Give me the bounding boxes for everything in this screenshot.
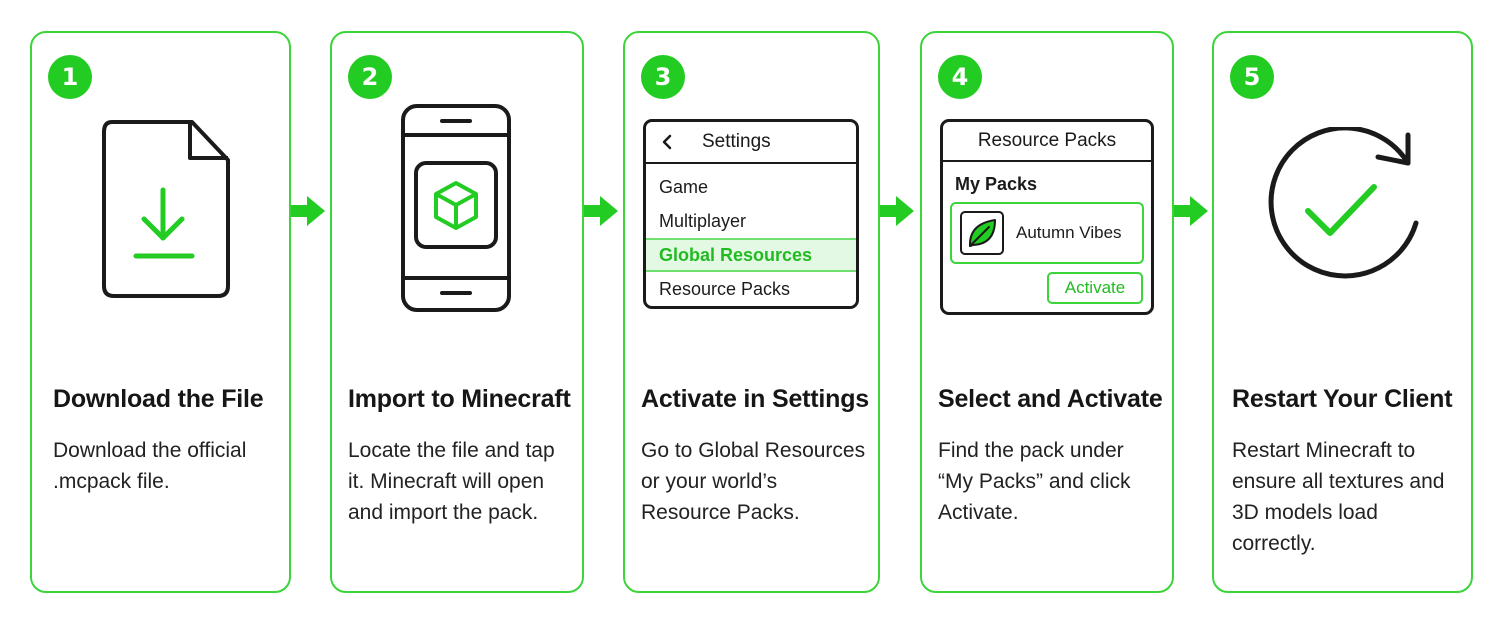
- arrow-right-icon: [880, 196, 914, 226]
- step-number-badge: 2: [348, 55, 392, 99]
- step-number-badge: 4: [938, 55, 982, 99]
- menu-item-multiplayer[interactable]: Multiplayer: [659, 210, 747, 231]
- settings-title: Settings: [702, 131, 771, 152]
- menu-item-global-resources[interactable]: Global Resources: [646, 238, 856, 272]
- step-card-1: 1 Download the File Download the officia…: [30, 31, 291, 593]
- my-packs-label: My Packs: [955, 174, 1038, 194]
- step-number-badge: 3: [641, 55, 685, 99]
- arrow-right-icon: [584, 196, 618, 226]
- restart-check-icon: [1268, 127, 1419, 279]
- settings-header: Settings: [646, 122, 856, 164]
- step-card-2: 2 Import to Minecraft Locate the file an…: [330, 31, 584, 593]
- step-description: Locate the file and tap it. Minecraft wi…: [348, 439, 555, 524]
- pack-item[interactable]: Autumn Vibes: [950, 202, 1144, 264]
- pack-name: Autumn Vibes: [1016, 223, 1122, 242]
- step-title: Import to Minecraft: [348, 385, 571, 413]
- step-description: Download the official .mcpack file.: [53, 439, 247, 493]
- step-number-badge: 1: [48, 55, 92, 99]
- menu-item-game[interactable]: Game: [659, 176, 709, 197]
- step-description: Go to Global Resources or your world’s R…: [641, 439, 866, 524]
- step-card-4: 4 Resource Packs My Packs Autumn Vibes A…: [920, 31, 1174, 593]
- packs-header: Resource Packs: [943, 122, 1151, 162]
- chevron-left-icon[interactable]: [660, 134, 674, 150]
- menu-item-resource-packs[interactable]: Resource Packs: [659, 278, 791, 299]
- arrow-right-icon: [1174, 196, 1208, 226]
- download-file-icon: [102, 120, 230, 298]
- settings-menu: Settings Game Multiplayer Global Resourc…: [643, 119, 859, 309]
- step-title: Restart Your Client: [1232, 385, 1453, 413]
- step-title: Download the File: [53, 385, 264, 413]
- step-card-5: 5 Restart Your Client Restart Minecraft …: [1212, 31, 1473, 593]
- resource-pack-panel: Resource Packs My Packs Autumn Vibes Act…: [940, 119, 1154, 315]
- step-title: Select and Activate: [938, 385, 1163, 413]
- step-card-3: 3 Settings Game Multiplayer Global Resou…: [623, 31, 880, 593]
- leaf-icon: [968, 219, 996, 247]
- pack-thumbnail: [960, 211, 1004, 255]
- activate-button[interactable]: Activate: [1047, 272, 1143, 304]
- step-number-badge: 5: [1230, 55, 1274, 99]
- step-description: Restart Minecraft to ensure all textures…: [1232, 439, 1445, 555]
- step-description: Find the pack under “My Packs” and click…: [938, 439, 1131, 524]
- step-title: Activate in Settings: [641, 385, 869, 413]
- arrow-right-icon: [291, 196, 325, 226]
- phone-cube-icon: [401, 104, 511, 312]
- packs-title: Resource Packs: [977, 130, 1117, 151]
